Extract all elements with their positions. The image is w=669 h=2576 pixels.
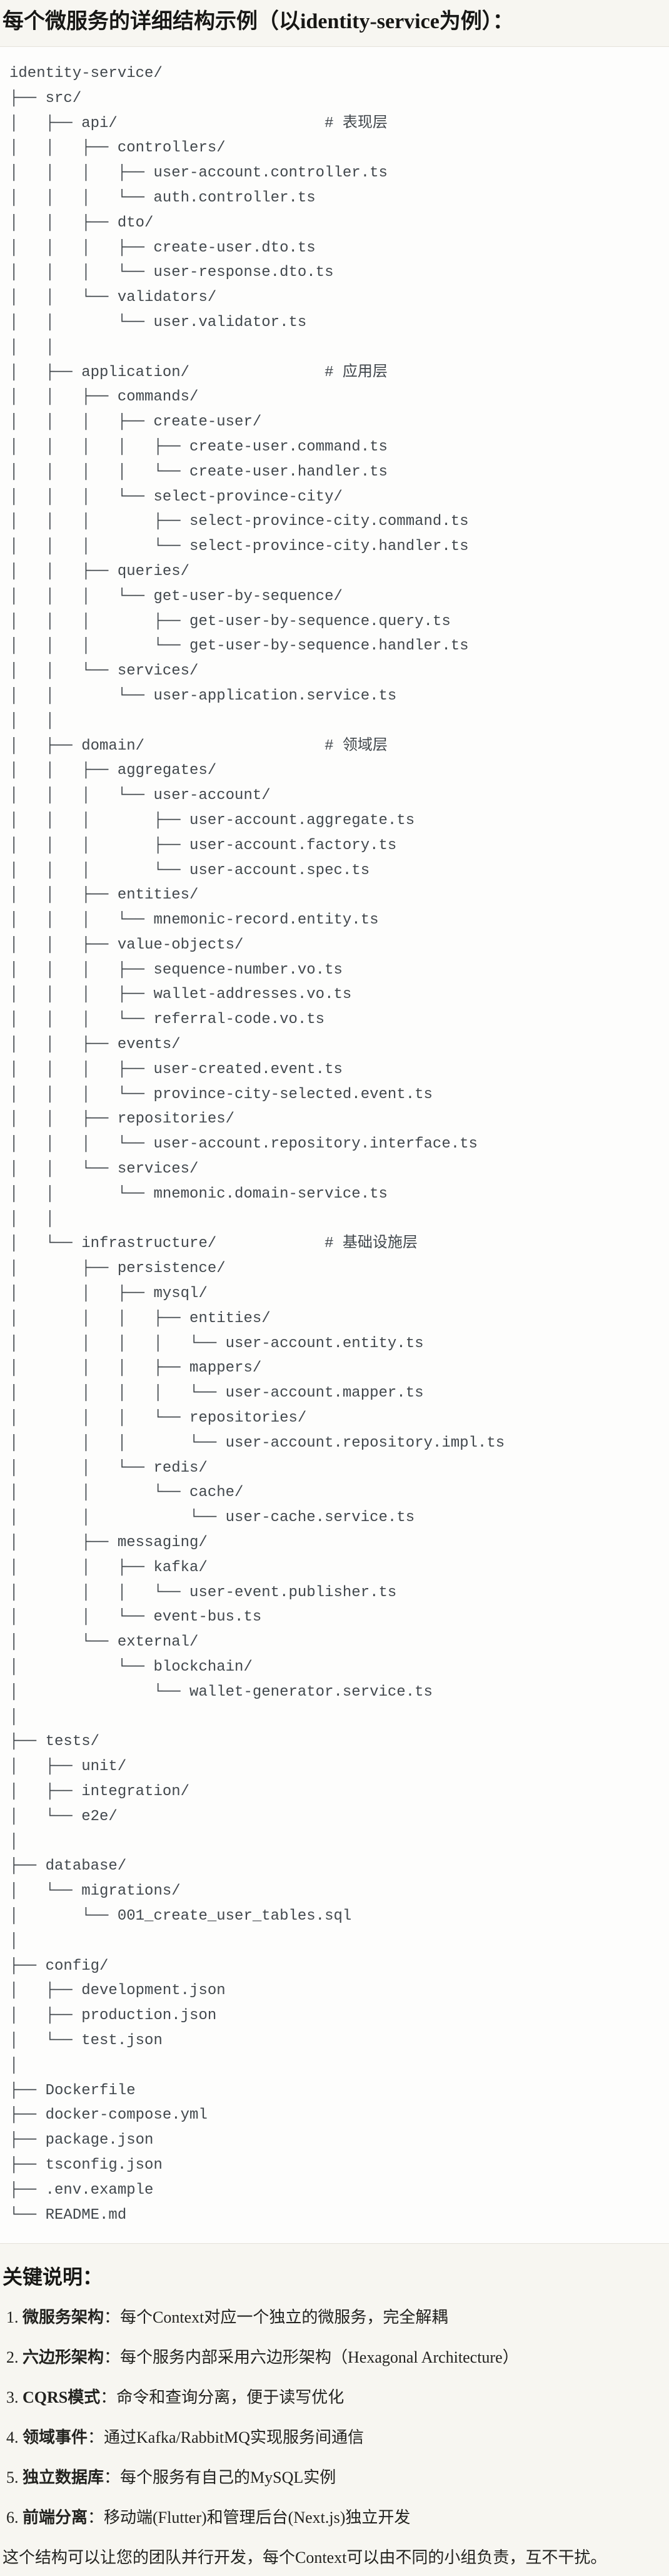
notes-section: 关键说明： 1. 微服务架构：每个Context对应一个独立的微服务，完全解耦 … xyxy=(0,2244,669,2569)
notes-heading: 关键说明： xyxy=(3,2266,103,2289)
note-desc: ：命令和查询分离，便于读写优化 xyxy=(100,2388,345,2407)
note-term: 独立数据库 xyxy=(23,2468,104,2487)
note-desc: ：每个Context对应一个独立的微服务，完全解耦 xyxy=(104,2308,448,2327)
note-term: 前端分离 xyxy=(23,2508,88,2527)
directory-tree: identity-service/ ├── src/ │ ├── api/ # … xyxy=(9,65,505,2224)
note-item: 1. 微服务架构：每个Context对应一个独立的微服务，完全解耦 xyxy=(3,2306,659,2329)
note-desc: ：移动端(Flutter)和管理后台(Next.js)独立开发 xyxy=(88,2508,411,2527)
note-item: 2. 六边形架构：每个服务内部采用六边形架构（Hexagonal Archite… xyxy=(3,2346,659,2369)
note-desc: ：每个服务内部采用六边形架构（Hexagonal Architecture） xyxy=(104,2348,519,2367)
closing-paragraph: 这个结构可以让您的团队并行开发，每个Context可以由不同的小组负责，互不干扰… xyxy=(3,2548,607,2567)
page-title: 每个微服务的详细结构示例（以identity-service为例）： xyxy=(3,10,514,33)
note-term: 微服务架构 xyxy=(23,2308,104,2327)
note-desc: ：通过Kafka/RabbitMQ实现服务间通信 xyxy=(88,2428,364,2447)
note-item: 4. 领域事件：通过Kafka/RabbitMQ实现服务间通信 xyxy=(3,2426,659,2449)
note-desc: ：每个服务有自己的MySQL实例 xyxy=(104,2468,336,2487)
note-item: 3. CQRS模式：命令和查询分离，便于读写优化 xyxy=(3,2386,659,2409)
note-number: 4. xyxy=(6,2428,23,2447)
note-number: 1. xyxy=(6,2308,23,2327)
note-number: 5. xyxy=(6,2468,23,2487)
note-term: 领域事件 xyxy=(23,2428,88,2447)
note-number: 2. xyxy=(6,2348,23,2367)
note-term: 六边形架构 xyxy=(23,2348,104,2367)
note-item: 6. 前端分离：移动端(Flutter)和管理后台(Next.js)独立开发 xyxy=(3,2507,659,2529)
note-term: CQRS模式 xyxy=(23,2388,101,2407)
note-item: 5. 独立数据库：每个服务有自己的MySQL实例 xyxy=(3,2467,659,2489)
note-number: 3. xyxy=(6,2388,23,2407)
directory-tree-card: identity-service/ ├── src/ │ ├── api/ # … xyxy=(0,46,669,2244)
note-number: 6. xyxy=(6,2508,23,2527)
